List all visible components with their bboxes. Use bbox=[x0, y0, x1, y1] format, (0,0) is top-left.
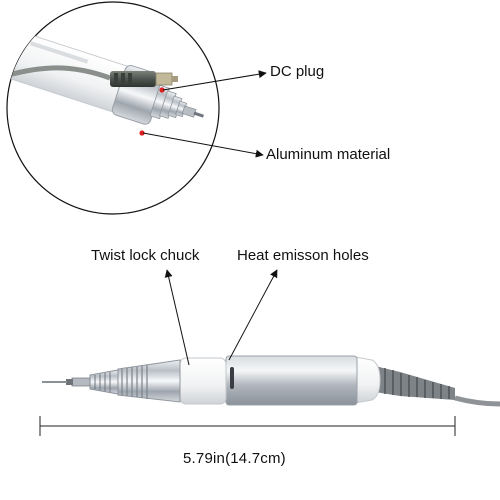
nose-grip-grooves bbox=[121, 365, 148, 399]
heat-holes-arrow bbox=[228, 269, 278, 361]
dc-plug-label: DC plug bbox=[270, 63, 325, 80]
twist-lock-chuck-label: Twist lock chuck bbox=[91, 247, 200, 264]
tapered-nose bbox=[117, 359, 181, 403]
heat-emission-holes bbox=[230, 367, 234, 389]
aluminum-body bbox=[225, 355, 358, 406]
drill-bit bbox=[42, 381, 67, 383]
length-dimension-label: 5.79in(14.7cm) bbox=[183, 450, 286, 467]
dc-plug-leader-line bbox=[162, 70, 267, 91]
handpiece-drawing bbox=[42, 355, 500, 407]
rear-end-cap bbox=[354, 356, 381, 404]
twist-lock-ring bbox=[179, 357, 227, 405]
zoom-detail-circle bbox=[6, 1, 220, 215]
twist-lock-arrow bbox=[164, 269, 190, 366]
dc-plug-marker-dot bbox=[159, 87, 165, 93]
cable-strain-relief bbox=[375, 366, 455, 400]
aluminum-leader-line bbox=[142, 132, 264, 158]
dc-plug-connector bbox=[110, 71, 178, 87]
heat-emission-holes-label: Heat emisson holes bbox=[237, 247, 369, 264]
aluminum-marker-dot bbox=[139, 130, 145, 136]
dimension-line bbox=[39, 416, 456, 436]
aluminum-material-label: Aluminum material bbox=[266, 146, 391, 163]
